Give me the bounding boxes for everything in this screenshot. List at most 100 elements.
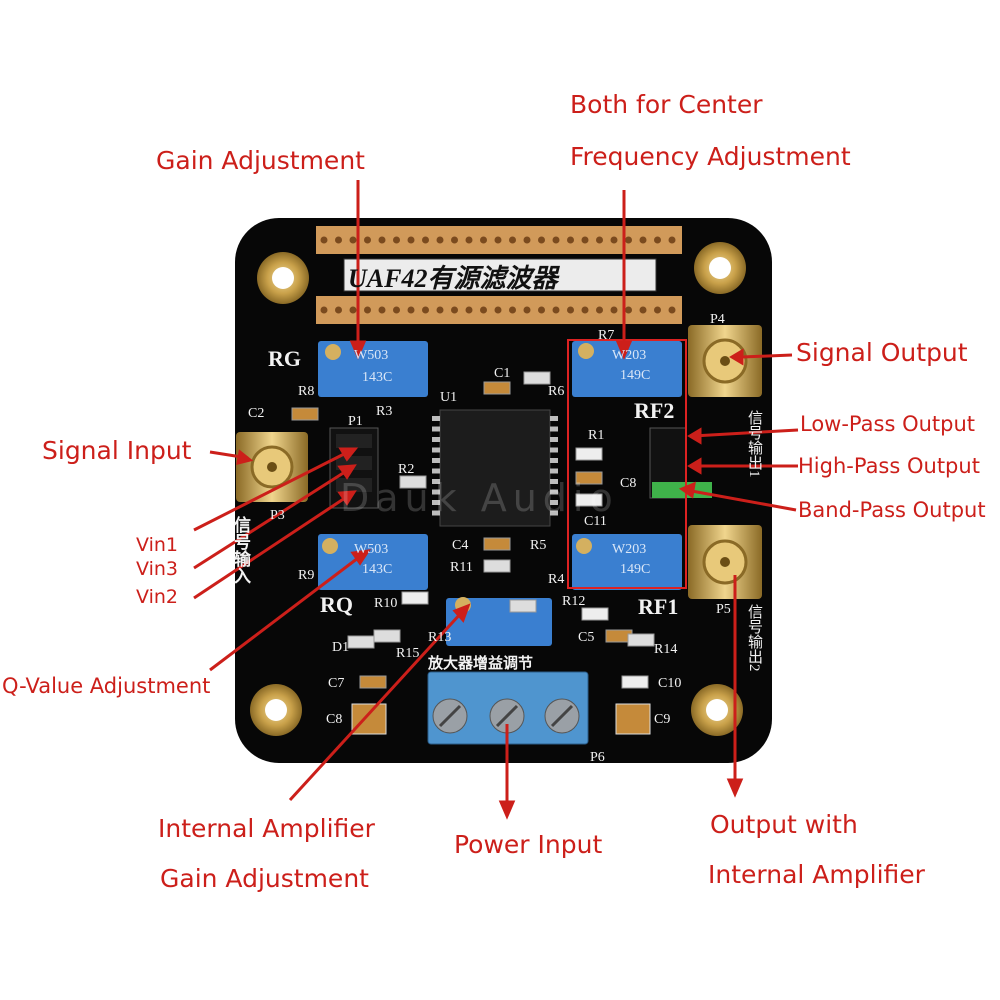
smd-part — [509, 599, 537, 613]
watermark: Dauk Audio — [340, 476, 619, 520]
pin-header-top — [316, 226, 682, 324]
callout-internal-amp-line2: Gain Adjustment — [160, 864, 369, 893]
ic-pin — [432, 458, 440, 463]
capacitor-c9 — [615, 703, 651, 735]
header-pin-hole — [610, 236, 618, 244]
smd-part — [627, 633, 655, 647]
header-pin-hole — [393, 306, 400, 314]
ic-pin — [550, 437, 558, 442]
callout-signal-output: Signal Output — [796, 338, 968, 367]
smd-part — [483, 537, 511, 551]
smd-part — [575, 471, 603, 485]
silk-c7: C7 — [328, 676, 345, 691]
ic-pin — [550, 468, 558, 474]
callout-output-amp-line1: Output with — [710, 810, 858, 839]
capacitor-c8 — [351, 703, 387, 735]
callout-vin1: Vin1 — [136, 534, 178, 556]
header-pin-hole — [480, 306, 487, 314]
silk-u1: U1 — [440, 390, 458, 405]
header-pin-hole — [523, 236, 531, 244]
header-pin-hole — [509, 236, 516, 244]
ic-pin — [550, 458, 558, 463]
header-pin-hole — [436, 236, 444, 244]
ic-pin — [432, 500, 440, 505]
silk-r5: R5 — [530, 538, 547, 553]
header-pin-hole — [567, 236, 574, 244]
smd-part — [291, 407, 319, 421]
mounting-hole — [691, 684, 743, 736]
silk-c11: C11 — [584, 514, 607, 529]
ic-pin — [432, 437, 440, 442]
silk-r12: R12 — [562, 594, 586, 609]
silk-c2: C2 — [248, 406, 265, 421]
pot-code-rg: 143C — [362, 370, 393, 385]
header-pin-hole — [538, 306, 545, 314]
smd-part — [401, 591, 429, 605]
header-pin-hole — [422, 236, 429, 244]
ic-pin — [550, 489, 558, 495]
callout-output-amp-line2: Internal Amplifier — [708, 860, 925, 889]
callout-vin3: Vin3 — [136, 558, 178, 580]
silk-c8: C8 — [326, 712, 343, 727]
silk-c4: C4 — [452, 538, 469, 553]
header-pin-hole — [581, 306, 589, 314]
silk-c1: C1 — [494, 366, 511, 381]
mounting-hole — [257, 252, 309, 304]
silk-input-label: 信号输入 — [231, 516, 250, 584]
sma-connector-p5 — [688, 525, 762, 599]
power-terminal-block — [427, 671, 589, 745]
pot-code-rf1: 149C — [620, 562, 651, 577]
pot-rg — [318, 341, 428, 397]
header-pin-hole — [639, 306, 647, 314]
smd-components — [291, 371, 655, 689]
smd-part — [373, 629, 401, 643]
header-pin-hole — [596, 236, 603, 244]
header-pin-hole — [378, 236, 386, 244]
pot-rq — [318, 534, 428, 590]
silk-c9: C9 — [654, 712, 671, 727]
header-pin-hole — [349, 236, 357, 244]
header-pin-hole — [480, 236, 487, 244]
smd-part — [483, 559, 511, 573]
callout-high-pass-output: High-Pass Output — [798, 454, 980, 478]
silk-d1: D1 — [332, 640, 350, 655]
header-pin-hole — [552, 236, 560, 244]
ic-pin — [432, 426, 440, 432]
header-pin-hole — [451, 306, 458, 314]
silk-r7: R7 — [598, 328, 615, 343]
silk-p4: P4 — [710, 312, 725, 327]
smd-part — [347, 635, 375, 649]
header-pin-hole — [654, 236, 661, 244]
callout-internal-amp-line1: Internal Amplifier — [158, 814, 375, 843]
header-pin-hole — [335, 236, 342, 244]
output-jumper-header — [649, 427, 712, 499]
silk-c10: C10 — [658, 676, 682, 691]
silk-output2-label: 信号输出2 — [746, 604, 762, 672]
ic-pin — [432, 447, 440, 453]
silk-r6: R6 — [548, 384, 565, 399]
ic-pin — [432, 489, 440, 495]
header-pin-hole — [552, 306, 560, 314]
callout-q-value-adjustment: Q-Value Adjustment — [2, 674, 211, 698]
ic-pin — [432, 479, 440, 484]
silk-rf1: RF1 — [638, 594, 679, 619]
header-pin-hole — [320, 306, 328, 314]
callout-power-input: Power Input — [454, 830, 603, 859]
header-pin-hole — [523, 306, 531, 314]
silk-r10: R10 — [374, 596, 398, 611]
board-title: UAF42有源滤波器 — [348, 264, 558, 293]
ic-u1 — [432, 409, 558, 527]
ic-pin — [550, 426, 558, 432]
ic-pin — [550, 500, 558, 505]
callout-center-freq-line1: Both for Center — [570, 90, 763, 119]
header-pin-hole — [654, 306, 661, 314]
smd-part — [523, 371, 551, 385]
callout-signal-input: Signal Input — [42, 436, 192, 465]
smd-part — [483, 381, 511, 395]
header-pin-hole — [567, 306, 574, 314]
pot-text-rq: W503 — [354, 542, 389, 557]
header-pin-hole — [494, 236, 502, 244]
ic-pin — [432, 416, 440, 421]
